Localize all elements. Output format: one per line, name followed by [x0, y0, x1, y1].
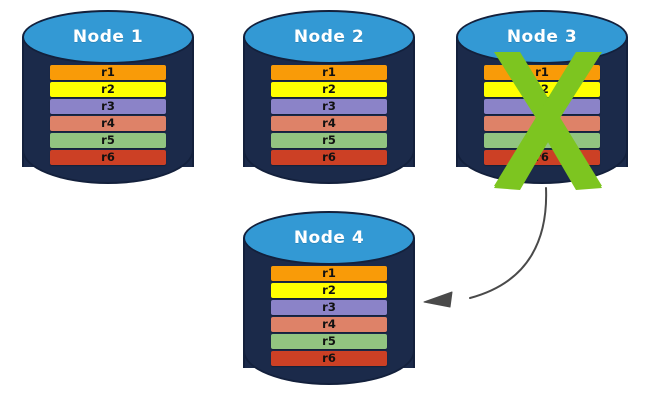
- node-3-cylinder-top: Node 3: [456, 10, 628, 64]
- node-4-title: Node 4: [293, 228, 365, 248]
- node-4-row-r5[interactable]: r5: [271, 334, 387, 349]
- node-3-title: Node 3: [506, 27, 578, 47]
- node-4-row-r1-label: r1: [322, 265, 336, 280]
- node-2-row-r1[interactable]: r1: [271, 65, 387, 80]
- node-3-row-r1-label: r1: [535, 64, 549, 79]
- node-3-row-r5[interactable]: r5: [484, 133, 600, 148]
- node-2[interactable]: Node 2 r1 r2 r3 r4 r5 r6: [243, 10, 415, 188]
- node-1-row-r3[interactable]: r3: [50, 99, 166, 114]
- node-4-row-stack: r1 r2 r3 r4 r5 r6: [271, 266, 387, 366]
- node-1[interactable]: Node 1 r1 r2 r3 r4 r5 r6: [22, 10, 194, 188]
- node-2-row-r6-label: r6: [322, 149, 336, 164]
- replication-arrow-head: [423, 291, 453, 308]
- node-2-row-r5-label: r5: [322, 132, 336, 147]
- node-4-cylinder-top: Node 4: [243, 211, 415, 265]
- node-3[interactable]: Node 3 r1 r2 r3 r4 r5 r6: [456, 10, 628, 190]
- node-1-title: Node 1: [72, 27, 144, 47]
- node-4-row-r3-label: r3: [322, 299, 336, 314]
- node-2-row-r4[interactable]: r4: [271, 116, 387, 131]
- node-3-row-stack: r1 r2 r3 r4 r5 r6: [484, 65, 600, 165]
- node-4-row-r6[interactable]: r6: [271, 351, 387, 366]
- node-2-row-r1-label: r1: [322, 64, 336, 79]
- node-4-row-r5-label: r5: [322, 333, 336, 348]
- node-4-row-r3[interactable]: r3: [271, 300, 387, 315]
- node-3-row-r6-label: r6: [535, 149, 549, 164]
- node-2-cylinder-top: Node 2: [243, 10, 415, 64]
- node-3-row-r2[interactable]: r2: [484, 82, 600, 97]
- node-3-row-r6[interactable]: r6: [484, 150, 600, 165]
- node-4[interactable]: Node 4 r1 r2 r3 r4 r5 r6: [243, 211, 415, 389]
- node-4-row-r6-label: r6: [322, 350, 336, 365]
- node-2-row-r4-label: r4: [322, 115, 336, 130]
- replication-arrow-path: [469, 187, 548, 299]
- node-3-row-r1[interactable]: r1: [484, 65, 600, 80]
- node-1-row-r2-label: r2: [101, 81, 115, 96]
- node-1-cylinder-top: Node 1: [22, 10, 194, 64]
- node-1-row-r4[interactable]: r4: [50, 116, 166, 131]
- node-4-row-r4-label: r4: [322, 316, 336, 331]
- node-4-row-r2-label: r2: [322, 282, 336, 297]
- node-3-row-r4[interactable]: r4: [484, 116, 600, 131]
- node-2-row-r2-label: r2: [322, 81, 336, 96]
- node-3-row-r3-label: r3: [535, 98, 549, 113]
- node-3-row-r2-label: r2: [535, 81, 549, 96]
- node-4-row-r4[interactable]: r4: [271, 317, 387, 332]
- node-1-row-r1[interactable]: r1: [50, 65, 166, 80]
- node-2-row-r3[interactable]: r3: [271, 99, 387, 114]
- node-3-row-r3[interactable]: r3: [484, 99, 600, 114]
- node-4-row-r2[interactable]: r2: [271, 283, 387, 298]
- node-1-row-r2[interactable]: r2: [50, 82, 166, 97]
- node-2-row-stack: r1 r2 r3 r4 r5 r6: [271, 65, 387, 165]
- node-1-row-stack: r1 r2 r3 r4 r5 r6: [50, 65, 166, 165]
- node-3-row-r4-label: r4: [535, 115, 549, 130]
- node-1-row-r1-label: r1: [101, 64, 115, 79]
- node-2-title: Node 2: [293, 27, 365, 47]
- node-1-row-r5-label: r5: [101, 132, 115, 147]
- node-1-row-r4-label: r4: [101, 115, 115, 130]
- node-3-row-r5-label: r5: [535, 132, 549, 147]
- node-1-row-r5[interactable]: r5: [50, 133, 166, 148]
- node-2-row-r3-label: r3: [322, 98, 336, 113]
- node-2-row-r5[interactable]: r5: [271, 133, 387, 148]
- node-2-row-r6[interactable]: r6: [271, 150, 387, 165]
- node-1-row-r6[interactable]: r6: [50, 150, 166, 165]
- node-1-row-r3-label: r3: [101, 98, 115, 113]
- node-2-row-r2[interactable]: r2: [271, 82, 387, 97]
- node-1-row-r6-label: r6: [101, 149, 115, 164]
- node-4-row-r1[interactable]: r1: [271, 266, 387, 281]
